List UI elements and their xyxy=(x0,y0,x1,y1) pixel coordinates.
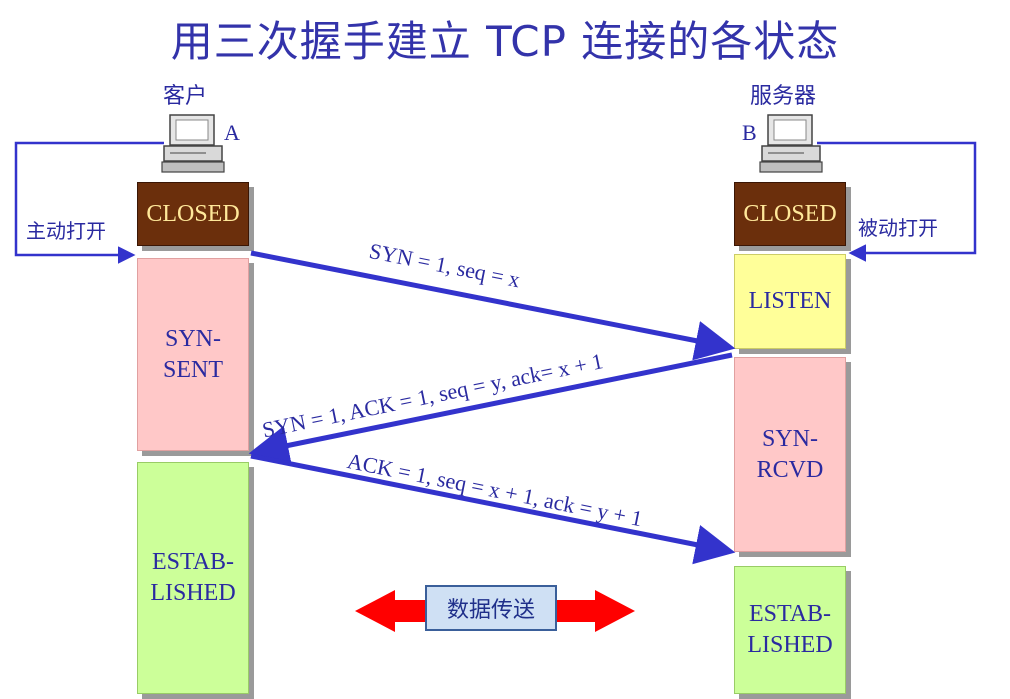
client-state-established: ESTAB- LISHED xyxy=(137,462,249,694)
data-transfer-arrow xyxy=(355,590,635,632)
syn-ack-arrow xyxy=(248,352,733,466)
client-label: 客户 xyxy=(163,84,208,109)
active-open-arrow xyxy=(14,141,164,264)
passive-open-label: 被动打开 xyxy=(858,216,938,240)
server-computer-icon xyxy=(759,114,823,173)
active-open-label: 主动打开 xyxy=(26,219,106,243)
server-state-closed: CLOSED xyxy=(734,182,846,246)
client-state-closed: CLOSED xyxy=(137,182,249,246)
ack-arrow xyxy=(250,453,736,565)
server-letter: B xyxy=(742,120,757,145)
data-transfer-label: 数据传送 xyxy=(425,585,557,631)
passive-open-arrow xyxy=(817,141,977,262)
server-label: 服务器 xyxy=(750,84,817,109)
server-state-syn-rcvd: SYN- RCVD xyxy=(734,357,846,552)
client-computer-icon xyxy=(161,114,225,173)
server-state-established: ESTAB- LISHED xyxy=(734,566,846,694)
server-state-listen: LISTEN xyxy=(734,254,846,349)
client-state-syn-sent: SYN- SENT xyxy=(137,258,249,451)
page-title: 用三次握手建立 TCP 连接的各状态 xyxy=(170,17,840,66)
syn-arrow xyxy=(250,250,736,361)
client-letter: A xyxy=(224,120,240,145)
